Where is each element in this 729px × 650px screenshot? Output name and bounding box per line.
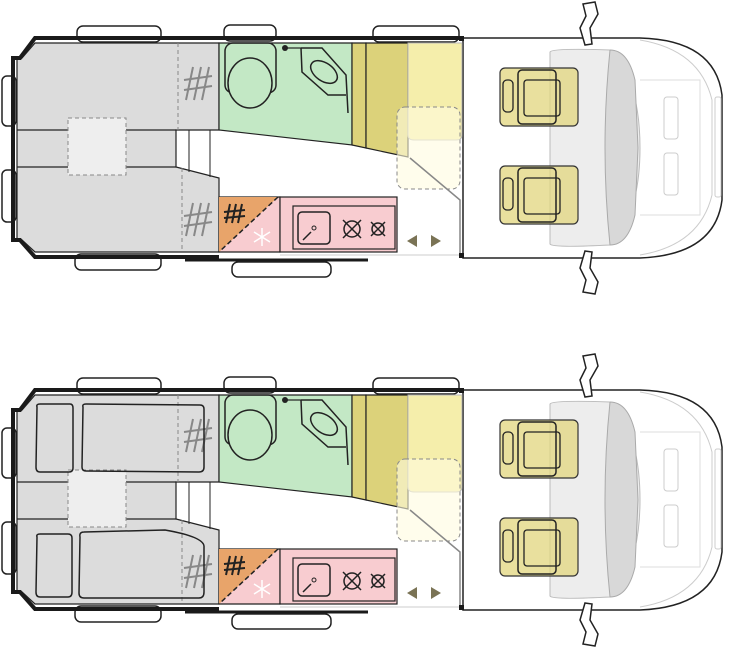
floorplan-twin-beds bbox=[0, 352, 724, 648]
mattress-outlines bbox=[35, 403, 205, 599]
floorplan-single-bed bbox=[0, 0, 724, 296]
